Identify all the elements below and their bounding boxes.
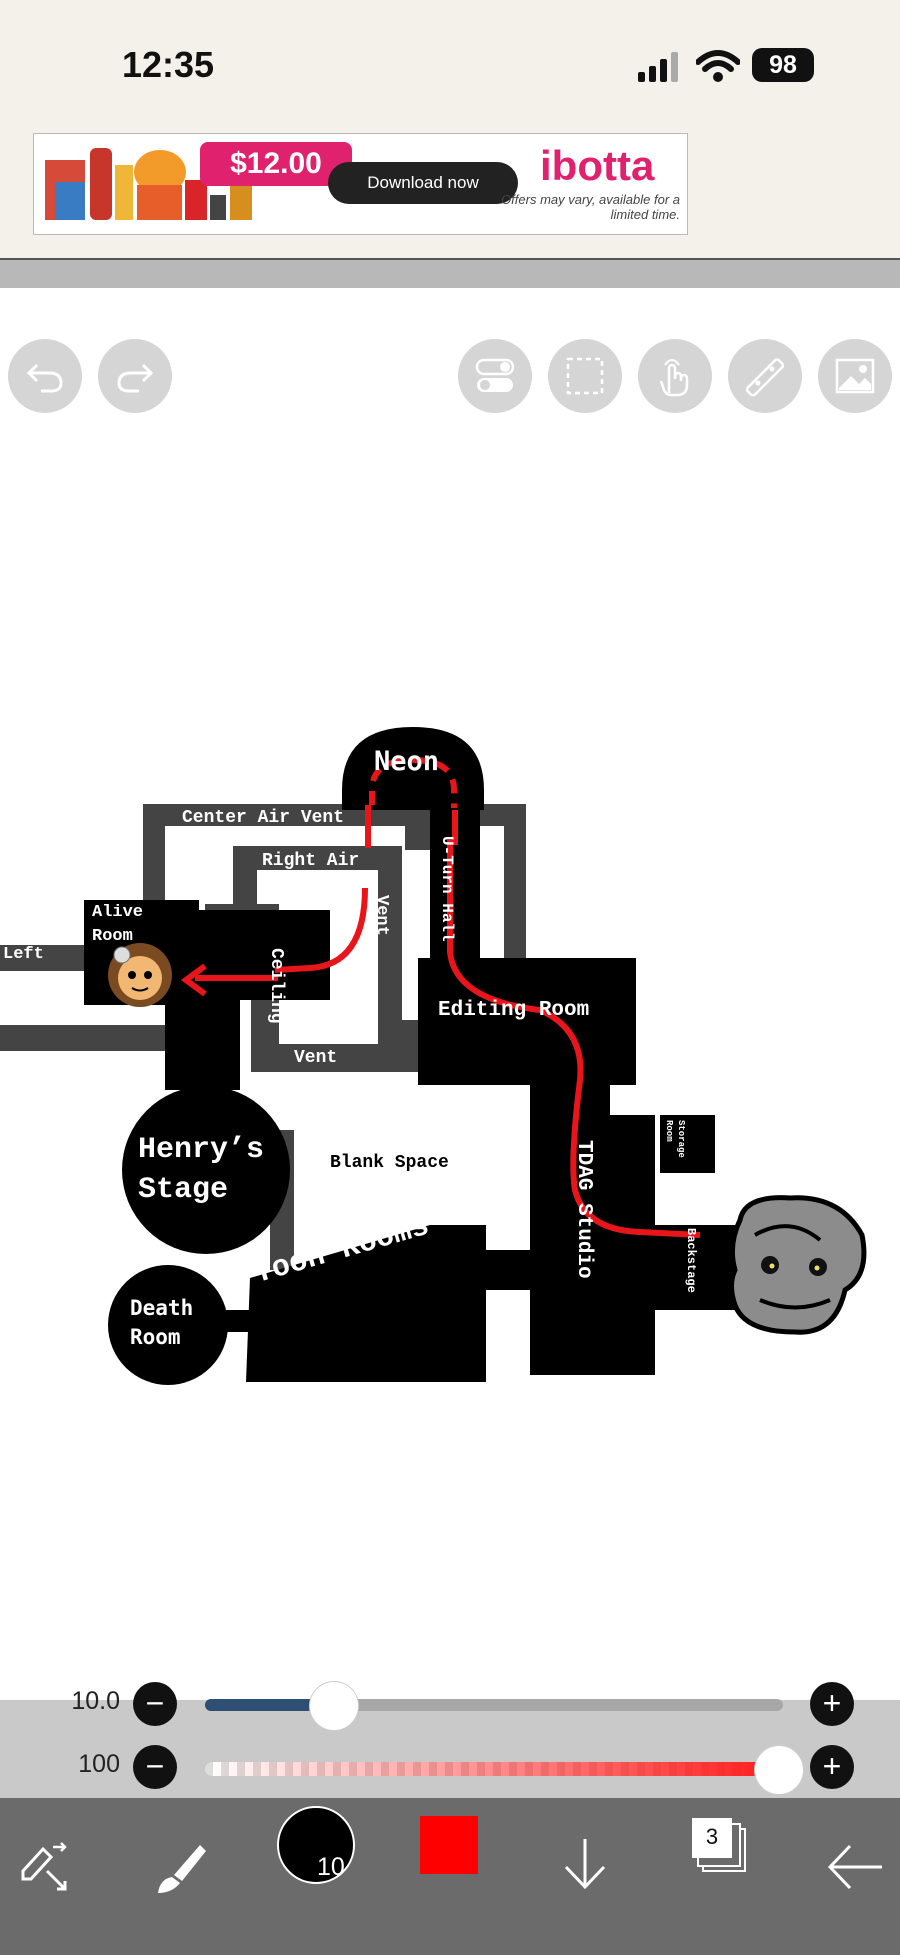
opacity-value: 100 — [78, 1750, 120, 1778]
toggle-icon — [475, 358, 515, 392]
studio-connector — [530, 1080, 610, 1115]
tdag-studio — [530, 1115, 655, 1375]
drawing-canvas[interactable] — [0, 700, 900, 1400]
route-arrow — [180, 963, 278, 997]
route-right-air — [274, 887, 368, 973]
undo-button[interactable] — [8, 339, 82, 413]
backstage-character-icon — [729, 1195, 867, 1335]
death-room — [108, 1265, 228, 1385]
image-button[interactable] — [818, 339, 892, 413]
sliders: 10.0 − + 100 − + — [0, 1675, 900, 1800]
opacity-slider-fill — [205, 1762, 783, 1776]
ceiling-room — [190, 910, 330, 1000]
redo-button[interactable] — [98, 339, 172, 413]
color-swatch[interactable] — [420, 1816, 478, 1874]
route-main — [447, 840, 701, 1238]
redo-icon — [117, 363, 154, 393]
brush-size-value: 10.0 — [71, 1687, 120, 1715]
toggle-button[interactable] — [458, 339, 532, 413]
ad-download-button[interactable]: Download now — [328, 162, 518, 204]
brush-size-button[interactable]: 10 — [277, 1806, 355, 1884]
right-air-vent — [233, 846, 450, 1044]
back-button[interactable] — [820, 1832, 890, 1902]
ad-brand-logo: ibotta — [540, 142, 655, 189]
stage-corridor — [165, 1000, 240, 1090]
clock: 12:35 — [122, 44, 215, 85]
death-connector — [215, 1310, 255, 1332]
editing-room — [418, 958, 636, 1085]
route-top — [365, 805, 458, 848]
battery-indicator: 98 — [752, 48, 814, 82]
toon-rooms — [246, 1225, 486, 1382]
status-bar: 12:35 98 — [0, 0, 900, 130]
bottom-toolbar: 10 3 — [0, 1798, 900, 1955]
download-arrow-icon — [564, 1839, 606, 1890]
undo-icon — [26, 363, 63, 393]
neon-room — [342, 727, 484, 810]
size-slider-fill — [205, 1699, 327, 1711]
ruler-icon — [745, 358, 785, 397]
image-icon — [835, 358, 875, 394]
layers-count: 3 — [692, 1818, 732, 1858]
opacity-plus-button[interactable]: + — [810, 1745, 854, 1789]
selection-button[interactable] — [548, 339, 622, 413]
brush-icon — [158, 1845, 206, 1893]
size-minus-button[interactable]: − — [133, 1682, 177, 1726]
size-slider-thumb[interactable] — [309, 1681, 360, 1731]
opacity-slider-thumb[interactable] — [754, 1745, 804, 1795]
brush-button[interactable] — [145, 1834, 215, 1904]
hand-button[interactable] — [638, 339, 712, 413]
route-neon — [369, 756, 457, 810]
ruler-button[interactable] — [728, 339, 802, 413]
storage-room — [660, 1115, 715, 1173]
transform-button[interactable] — [10, 1834, 80, 1904]
size-slider-track[interactable] — [205, 1699, 783, 1711]
opacity-slider-track[interactable] — [205, 1762, 783, 1776]
selection-icon — [566, 357, 604, 395]
opacity-minus-button[interactable]: − — [133, 1745, 177, 1789]
brush-size-label: 10 — [317, 1853, 345, 1881]
transform-icon — [21, 1842, 67, 1891]
layers-button[interactable]: 3 — [690, 1814, 750, 1874]
ad-divider — [0, 258, 900, 288]
alive-character-icon — [108, 943, 172, 1007]
signal-icon — [638, 52, 678, 82]
ad-disclaimer: Offers may vary, available for a limited… — [501, 192, 680, 222]
hand-icon — [659, 359, 689, 397]
download-button[interactable] — [550, 1828, 620, 1898]
wifi-icon — [696, 50, 740, 82]
henrys-stage — [122, 1086, 290, 1254]
ad-price-badge: $12.00 — [200, 142, 352, 186]
ad-products-image — [45, 148, 252, 220]
map-drawing — [0, 727, 867, 1385]
back-arrow-icon — [827, 1844, 882, 1890]
size-plus-button[interactable]: + — [810, 1682, 854, 1726]
backstage — [650, 1225, 740, 1310]
